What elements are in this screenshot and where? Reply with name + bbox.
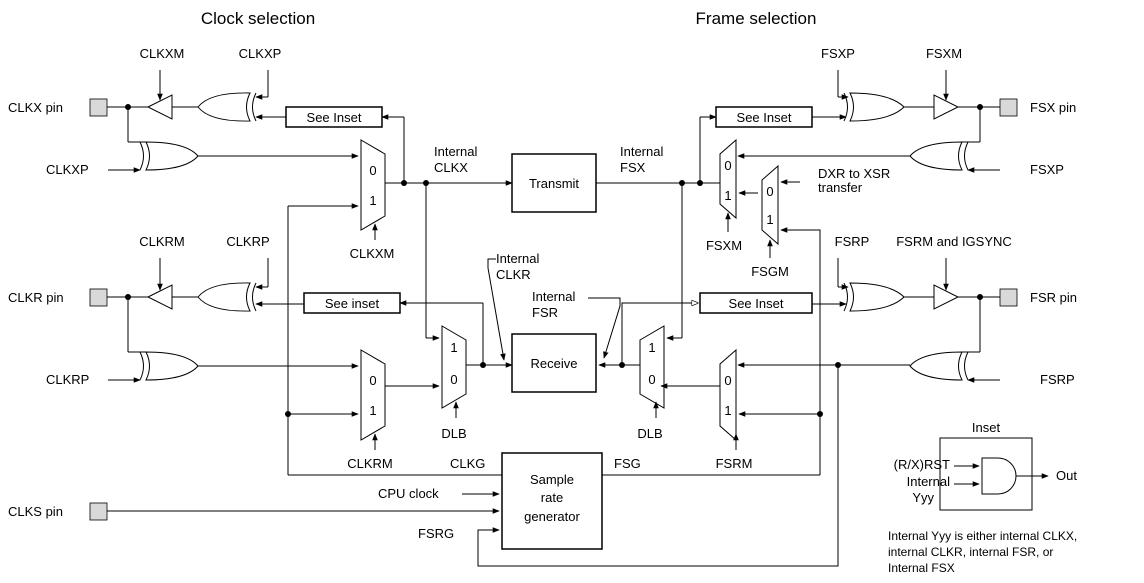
clkrp-input-label: CLKRP xyxy=(46,372,89,387)
inset-note-line-3: Internal FSX xyxy=(888,561,955,575)
fsg-mux-0: 0 xyxy=(766,184,773,199)
fsrp-input-label: FSRP xyxy=(1040,372,1075,387)
inset-and-gate xyxy=(981,457,1017,495)
internal-clkr-label-2: CLKR xyxy=(496,267,531,282)
dlb-left-label: DLB xyxy=(441,426,466,441)
srg-label-3: generator xyxy=(524,509,580,524)
clkx-mux-0: 0 xyxy=(369,163,376,178)
clkr-mux xyxy=(360,349,386,441)
fsrg-label: FSRG xyxy=(418,526,454,541)
clkr-pin[interactable] xyxy=(89,288,108,307)
inset-input2a: Internal xyxy=(907,474,950,489)
inset-note-line-1: Internal Yyy is either internal CLKX, xyxy=(888,529,1077,543)
fsxp-top-label: FSXP xyxy=(821,46,855,61)
clkrp-xor-gate xyxy=(145,351,199,381)
clkxm-signal-label: CLKXM xyxy=(140,46,185,61)
sample-rate-generator-block xyxy=(501,452,603,550)
clkxp-xor-gate xyxy=(145,141,199,171)
fsgm-label: FSGM xyxy=(751,264,789,279)
fsxm-mux-label: FSXM xyxy=(706,238,742,253)
internal-clkr-label-1: Internal xyxy=(496,251,539,266)
dxr-xsr-label-1: DXR to XSR xyxy=(818,166,890,181)
see-inset-clkr-label: See inset xyxy=(325,296,380,311)
fsxp-input-label: FSXP xyxy=(1030,162,1064,177)
fsr-mux-0: 0 xyxy=(724,373,731,388)
internal-fsr-label-1: Internal xyxy=(532,289,575,304)
clkx-pin-label: CLKX pin xyxy=(8,100,63,115)
clkr-pin-label: CLKR pin xyxy=(8,290,64,305)
clks-pin[interactable] xyxy=(89,502,108,521)
fsr-mux-1: 1 xyxy=(724,403,731,418)
dlb-mux-frame-0: 0 xyxy=(648,372,655,387)
see-inset-fsr-box xyxy=(699,292,813,314)
dlb-mux-clock-1: 1 xyxy=(450,340,457,355)
srg-label-2: rate xyxy=(541,490,563,505)
see-inset-clkx-label: See Inset xyxy=(307,110,362,125)
inset-title: Inset xyxy=(972,420,1001,435)
inset-input2b: Yyy xyxy=(912,490,934,505)
clkrm-signal-label: CLKRM xyxy=(139,234,185,249)
clkx-mux xyxy=(360,139,386,231)
fsrp-top-label: FSRP xyxy=(835,234,870,249)
dlb-mux-clock-0: 0 xyxy=(450,372,457,387)
fsx-output-xor-gate xyxy=(849,92,905,122)
srg-label-1: Sample xyxy=(530,472,574,487)
receive-label: Receive xyxy=(531,356,578,371)
clkxm-mux-label: CLKXM xyxy=(350,246,395,261)
dxr-xsr-label-2: transfer xyxy=(818,180,863,195)
fsx-mux-0: 0 xyxy=(724,158,731,173)
fsrm-mux-label: FSRM xyxy=(716,456,753,471)
fsg-mux xyxy=(761,164,779,246)
clkxp-input-label: CLKXP xyxy=(46,162,89,177)
clkx-pin[interactable] xyxy=(89,98,108,117)
clkr-mux-1: 1 xyxy=(369,403,376,418)
inset-frame xyxy=(939,437,1033,511)
inset-input1: (R/X)RST xyxy=(894,457,950,472)
internal-fsx-label-1: Internal xyxy=(620,144,663,159)
internal-fsx-label-2: FSX xyxy=(620,160,646,175)
fsx-pin[interactable] xyxy=(999,98,1018,117)
fsxp-xor-gate xyxy=(909,141,963,171)
see-inset-fsr-label: See Inset xyxy=(729,296,784,311)
dlb-mux-clock xyxy=(441,325,467,409)
internal-fsr-label-2: FSR xyxy=(532,305,558,320)
inset-note-line-2: internal CLKR, internal FSR, or xyxy=(888,545,1053,559)
fsrm-igsync-label: FSRM and IGSYNC xyxy=(896,234,1012,249)
clkr-mux-0: 0 xyxy=(369,373,376,388)
internal-clkx-label-1: Internal xyxy=(434,144,477,159)
dlb-mux-frame xyxy=(639,325,665,409)
fsr-output-xor-gate xyxy=(849,282,905,312)
internal-clkx-label-2: CLKX xyxy=(434,160,468,175)
transmit-label: Transmit xyxy=(529,176,579,191)
fsr-mux xyxy=(719,348,737,442)
clkx-output-xor-gate xyxy=(197,92,251,122)
clkrp-top-label: CLKRP xyxy=(226,234,269,249)
clock-selection-title: Clock selection xyxy=(201,9,315,28)
transmit-block xyxy=(511,153,597,213)
fsg-mux-1: 1 xyxy=(766,212,773,227)
dlb-mux-frame-1: 1 xyxy=(648,340,655,355)
clkg-label: CLKG xyxy=(450,456,485,471)
fsx-pin-label: FSX pin xyxy=(1030,100,1076,115)
see-inset-fsx-label: See Inset xyxy=(737,110,792,125)
clkx-mux-1: 1 xyxy=(369,193,376,208)
fsx-mux xyxy=(719,138,737,220)
clkr-output-xor-gate xyxy=(197,282,251,312)
receive-block xyxy=(511,333,597,393)
fsxm-top-label: FSXM xyxy=(926,46,962,61)
fsg-label: FSG xyxy=(614,456,641,471)
cpu-clock-label: CPU clock xyxy=(378,486,439,501)
fsr-pin[interactable] xyxy=(999,288,1018,307)
fsrp-xor-gate xyxy=(909,351,963,381)
clkrm-mux-label: CLKRM xyxy=(347,456,393,471)
clkxp-top-label: CLKXP xyxy=(239,46,282,61)
clks-pin-label: CLKS pin xyxy=(8,504,63,519)
fsr-pin-label: FSR pin xyxy=(1030,290,1077,305)
fsx-mux-1: 1 xyxy=(724,188,731,203)
dlb-right-label: DLB xyxy=(637,426,662,441)
inset-output: Out xyxy=(1056,468,1077,483)
frame-selection-title: Frame selection xyxy=(696,9,817,28)
